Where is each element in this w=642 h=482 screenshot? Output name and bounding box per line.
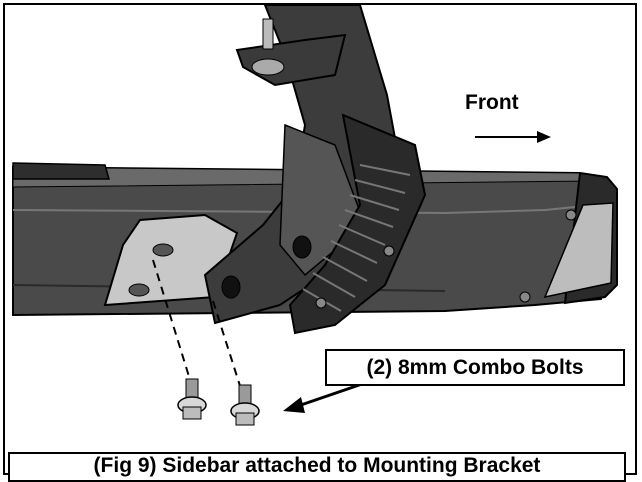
install-guide-lines [152, 259, 242, 390]
front-label: Front [465, 91, 519, 114]
figure-frame: Front (2) 8mm Combo Bolts [3, 3, 637, 475]
callout-arrow [283, 381, 366, 413]
figure-caption: (Fig 9) Sidebar attached to Mounting Bra… [8, 452, 626, 482]
left-step-pad [12, 162, 110, 180]
bolts-callout: (2) 8mm Combo Bolts [325, 349, 625, 386]
combo-bolt-left [177, 378, 207, 420]
combo-bolt-right [230, 384, 260, 426]
assembly-illustration [12, 5, 618, 426]
end-cap [519, 171, 618, 305]
ribbed-step-pad [288, 113, 427, 335]
left-mounting-plate [103, 213, 239, 307]
front-direction-arrow [475, 131, 551, 143]
